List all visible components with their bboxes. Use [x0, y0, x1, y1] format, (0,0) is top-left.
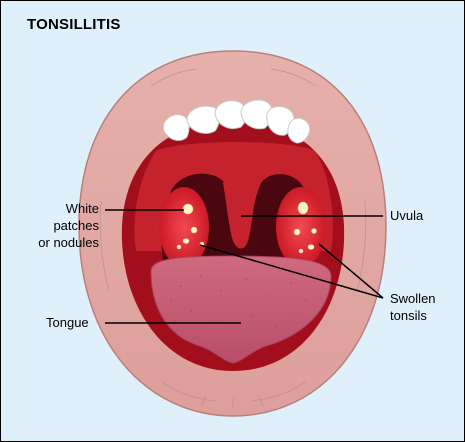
left-tonsil [159, 187, 209, 267]
label-uvula: Uvula [390, 207, 423, 224]
label-tongue: Tongue [46, 314, 89, 331]
label-swollen-tonsils: Swollen tonsils [390, 290, 436, 324]
right-tonsil [276, 187, 326, 267]
label-white-patches: White patches or nodules [25, 200, 99, 251]
